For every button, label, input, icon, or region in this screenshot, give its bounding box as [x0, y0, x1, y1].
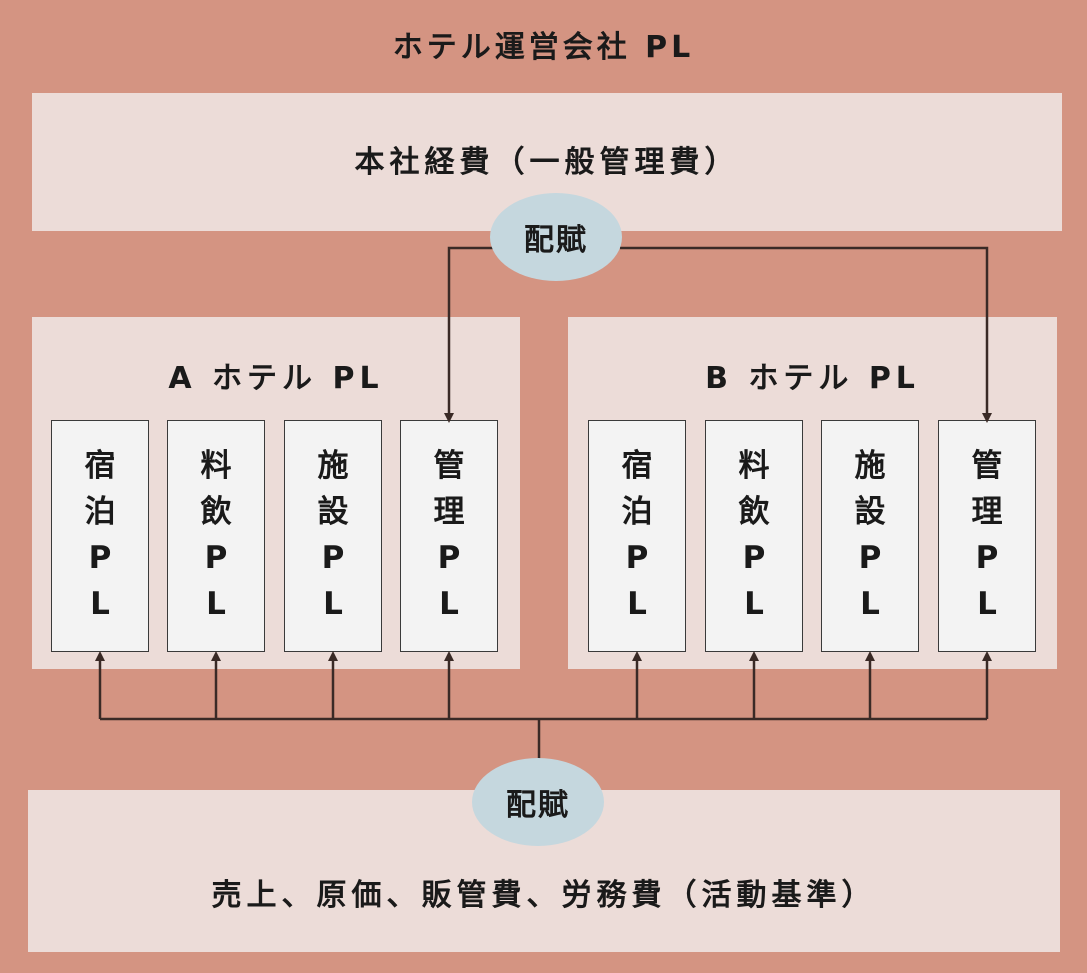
box-char: 飲	[738, 494, 770, 530]
hotel-b-food-beverage-pl: 料 飲 P L	[705, 420, 803, 652]
box-char: P	[437, 540, 461, 576]
box-char: P	[321, 540, 345, 576]
box-char: 管	[433, 448, 465, 484]
box-char: L	[744, 586, 764, 622]
hotel-a-facilities-pl: 施 設 P L	[284, 420, 382, 652]
cost-label: 売上、原価、販管費、労務費（活動基準）	[211, 878, 877, 913]
box-char: 宿	[84, 448, 116, 484]
box-char: L	[627, 586, 647, 622]
box-char: 管	[971, 448, 1003, 484]
box-char: L	[860, 586, 880, 622]
box-char: 宿	[621, 448, 653, 484]
cost-panel: 売上、原価、販管費、労務費（活動基準）	[28, 790, 1060, 952]
box-char: 施	[317, 448, 349, 484]
box-char: L	[439, 586, 459, 622]
hotel-a-label: A ホテル PL	[168, 361, 384, 396]
diagram-title: ホテル運営会社 PL	[392, 30, 695, 65]
box-char: 泊	[84, 494, 116, 530]
box-char: 施	[854, 448, 886, 484]
box-char: L	[206, 586, 226, 622]
allocation-bottom-node: 配賦	[472, 758, 604, 846]
box-char: 料	[200, 448, 232, 484]
box-char: 設	[854, 494, 886, 530]
box-char: P	[975, 540, 999, 576]
box-char: L	[90, 586, 110, 622]
box-char: 理	[433, 494, 465, 530]
box-char: 理	[971, 494, 1003, 530]
hotel-a-lodging-pl: 宿 泊 P L	[51, 420, 149, 652]
allocation-arrow-to-hotel-a-management	[444, 246, 498, 423]
box-char: P	[204, 540, 228, 576]
allocation-arrow-to-hotel-b-management	[620, 246, 992, 423]
box-char: P	[88, 540, 112, 576]
box-char: P	[742, 540, 766, 576]
box-char: P	[858, 540, 882, 576]
box-char: L	[977, 586, 997, 622]
hotel-b-lodging-pl: 宿 泊 P L	[588, 420, 686, 652]
head-office-label: 本社経費（一般管理費）	[354, 145, 740, 180]
hotel-a-food-beverage-pl: 料 飲 P L	[167, 420, 265, 652]
box-char: 飲	[200, 494, 232, 530]
box-char: P	[625, 540, 649, 576]
box-char: 設	[317, 494, 349, 530]
hotel-b-facilities-pl: 施 設 P L	[821, 420, 919, 652]
hotel-b-label: B ホテル PL	[705, 361, 920, 396]
allocation-top-node: 配賦	[490, 193, 622, 281]
hotel-a-management-pl: 管 理 P L	[400, 420, 498, 652]
box-char: 泊	[621, 494, 653, 530]
box-char: 料	[738, 448, 770, 484]
box-char: L	[323, 586, 343, 622]
hotel-b-management-pl: 管 理 P L	[938, 420, 1036, 652]
